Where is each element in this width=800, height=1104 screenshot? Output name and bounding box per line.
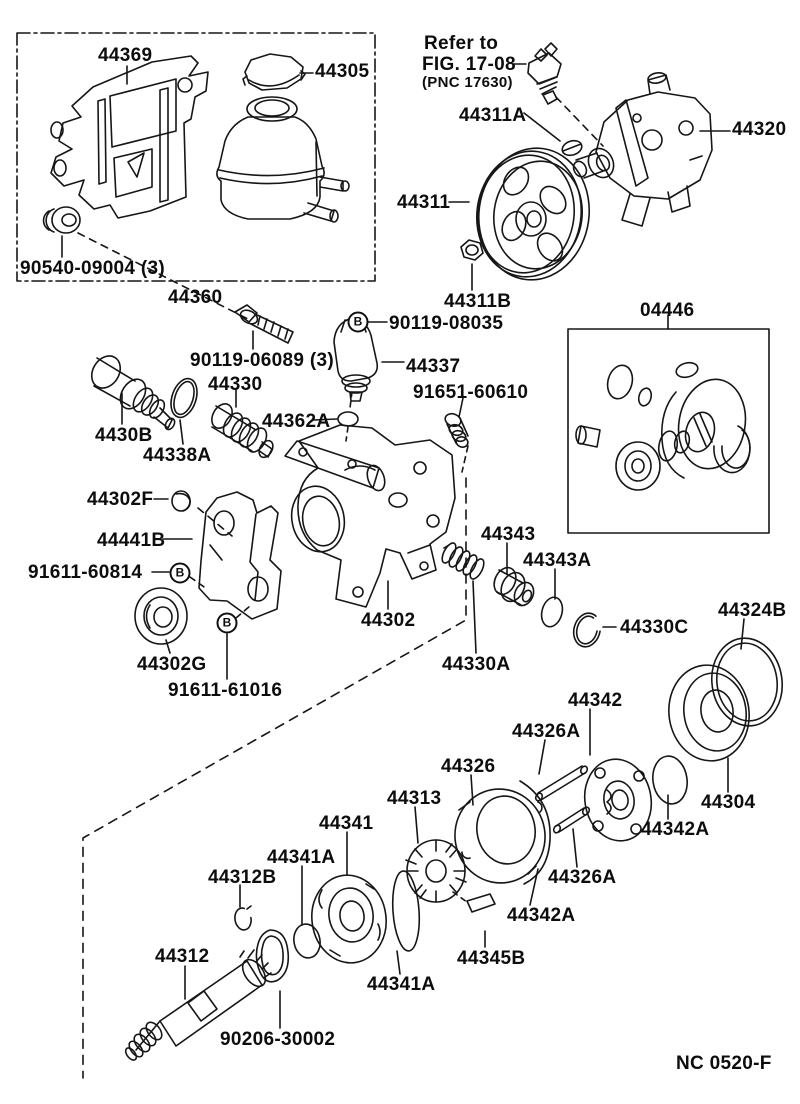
part-oring-44338A: [170, 377, 198, 419]
part-oring-44343A: [540, 596, 564, 628]
part-label-refer-line-3: (PNC 17630): [422, 74, 513, 91]
part-plate-44341: [311, 874, 387, 964]
part-label-44326A-upper: 44326A: [512, 721, 581, 742]
part-label-44362A: 44362A: [262, 411, 331, 432]
part-label-44338A: 44338A: [143, 445, 212, 466]
part-pins-44326A: [534, 765, 591, 834]
part-stud-91651: [444, 412, 469, 448]
part-label-90206-30002: 90206-30002: [220, 1029, 336, 1050]
part-label-44341A-lower: 44341A: [367, 974, 436, 995]
part-label-90540-09004: 90540-09004 (3): [20, 258, 165, 279]
callout-marker-bolt-note-91611-61016: B: [216, 612, 238, 634]
part-label-44337: 44337: [406, 356, 461, 377]
part-label-44302: 44302: [361, 610, 416, 631]
part-label-4430B: 4430B: [95, 425, 153, 446]
part-snapring-44330C: [572, 612, 602, 648]
part-oring-44342A-right: [652, 755, 688, 805]
part-label-91611-60814: 91611-60814: [28, 562, 143, 583]
part-label-44302G: 44302G: [137, 654, 207, 675]
part-grommet-90540: [42, 206, 81, 234]
part-label-91651-60610: 91651-60610: [413, 382, 529, 403]
construction-dashed-lines: [77, 96, 604, 903]
part-bolt-44360: [234, 304, 294, 344]
part-pulley-44311: [475, 147, 591, 281]
part-housing-44302: [284, 424, 456, 608]
part-label-44304: 44304: [701, 792, 756, 813]
part-cover-44304: [668, 664, 750, 762]
part-label-44342: 44342: [568, 690, 623, 711]
part-label-44311B: 44311B: [444, 291, 512, 312]
part-snapring-44312B: [234, 905, 252, 931]
part-label-44320: 44320: [732, 119, 787, 140]
part-seal-kit-04446: [575, 361, 751, 491]
part-oring-44341A-lower: [391, 870, 421, 952]
part-pump-assembly-44320: [572, 72, 713, 227]
part-elbow-44337: [333, 317, 379, 402]
part-label-44326: 44326: [441, 756, 496, 777]
part-oring-44341A-upper: [293, 923, 321, 959]
part-label-44342A-right: 44342A: [641, 819, 710, 840]
part-label-44369: 44369: [98, 45, 153, 66]
part-bracket-44441B: [198, 491, 282, 620]
callout-marker-bolt-note-90119-08035: B: [347, 311, 369, 333]
part-label-44330A: 44330A: [442, 654, 511, 675]
part-rear-plate-44342: [583, 758, 653, 842]
part-plug-44311A: [561, 139, 583, 157]
part-label-44305: 44305: [315, 61, 370, 82]
part-label-44343A: 44343A: [523, 550, 592, 571]
part-label-91611-61016: 91611-61016: [168, 680, 283, 701]
part-piston-44343: [493, 566, 535, 607]
group-box-bracket-reservoir: [16, 32, 376, 282]
part-label-44330: 44330: [208, 374, 263, 395]
callout-marker-bolt-note-91611-60814: B: [169, 562, 191, 584]
part-label-44360: 44360: [168, 287, 223, 308]
part-label-refer-line-2: FIG. 17-08: [422, 54, 516, 75]
part-label-44345B: 44345B: [457, 948, 526, 969]
part-oring-90206: [255, 929, 290, 983]
part-bearing-44302G: [134, 587, 188, 645]
exploded-view-boundary: [82, 477, 467, 1079]
part-pressure-sensor: [527, 42, 562, 105]
part-label-44341: 44341: [319, 813, 374, 834]
part-shaft-44312: [124, 949, 272, 1061]
part-oring-44324B: [711, 637, 783, 727]
part-spring-44330A: [441, 542, 485, 580]
part-cap-44305: [242, 53, 306, 91]
part-reservoir-body: [216, 96, 350, 223]
part-union-4430B: [90, 355, 176, 431]
part-rotor-44313: [405, 839, 467, 903]
part-oring-44342A-mid: [519, 780, 551, 885]
part-label-44330C: 44330C: [620, 617, 689, 638]
part-label-44326A-lower: 44326A: [548, 867, 617, 888]
part-label-90119-06089: 90119-06089 (3): [190, 350, 334, 371]
part-vane-44345B: [466, 893, 496, 913]
part-label-44341A-upper: 44341A: [267, 847, 336, 868]
part-label-44311: 44311: [397, 192, 451, 213]
part-valve-44330: [211, 403, 274, 459]
part-label-refer-line-1: Refer to: [424, 33, 499, 54]
part-label-44343: 44343: [481, 524, 536, 545]
part-cam-ring-44326: [454, 788, 546, 884]
part-label-44342A-mid: 44342A: [507, 905, 576, 926]
part-label-44313: 44313: [387, 788, 442, 809]
part-label-44312B: 44312B: [208, 867, 277, 888]
part-label-90119-08035: 90119-08035: [389, 313, 504, 334]
leader-lines: [61, 63, 745, 1029]
part-bracket-44369: [50, 55, 209, 219]
part-nut-44311B: [460, 239, 484, 261]
part-label-44311A: 44311A: [459, 105, 527, 126]
part-label-44324B: 44324B: [718, 600, 787, 621]
part-label-44312: 44312: [155, 946, 210, 967]
part-label-04446: 04446: [640, 300, 695, 321]
part-label-44441B: 44441B: [97, 530, 166, 551]
part-label-drawing-code: NC 0520-F: [676, 1053, 772, 1074]
part-cap-44302F: [171, 490, 191, 512]
part-label-44302F: 44302F: [87, 489, 154, 510]
